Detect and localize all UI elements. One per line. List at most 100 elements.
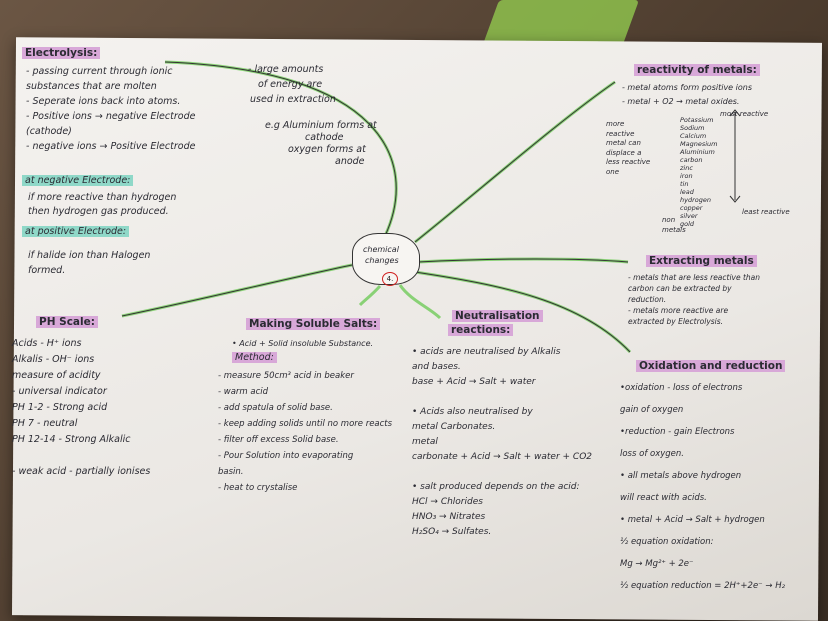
positive-electrode-line1: if halide ion than Halogen [28,250,151,261]
energy-example-line: anode [335,156,365,167]
oxidation-line: • metal + Acid → Salt + hydrogen [620,515,765,525]
oxidation-line: ½ equation oxidation: [620,537,714,547]
topic-number-badge: 4. [382,272,398,286]
neutralisation-line: H₂SO₄ → Sulfates. [412,527,492,537]
ph-heading: PH Scale: [36,316,98,328]
method-heading: Method: [232,352,277,364]
ph-line: PH 7 - neutral [12,418,78,429]
center-title-line2: changes [365,256,399,265]
non-metals-label: metals [662,226,686,234]
oxidation-line: •reduction - gain Electrons [620,427,735,437]
electrolysis-line: - passing current through ionic [26,66,173,77]
ph-line: Acids - H⁺ ions [12,338,82,349]
neutralisation-line: metal [412,437,438,447]
ph-line: measure of acidity [12,370,101,381]
neutralisation-line: • acids are neutralised by Alkalis [412,347,561,357]
reactivity-line: - metal + O2 → metal oxides. [622,97,740,106]
oxidation-line: •oxidation - loss of electrons [620,383,743,393]
reactivity-series-item: lead [680,188,694,196]
least-reactive-label: least reactive [742,208,790,216]
reactivity-line: - metal atoms form positive ions [622,83,752,92]
oxidation-line: • all metals above hydrogen [620,471,742,481]
energy-line: of energy are [258,79,323,90]
salts-heading: Making Soluble Salts: [246,318,381,330]
reactivity-series-item: Magnesium [680,140,718,148]
displace-note-line: metal can [606,139,641,147]
oxidation-line: loss of oxygen. [620,449,684,459]
ph-line: PH 1-2 - Strong acid [12,402,108,413]
displace-note-line: less reactive [606,158,651,166]
energy-example-line: oxygen forms at [288,144,366,155]
branch-neutralisation [398,284,442,320]
neutralisation-line: metal Carbonates. [412,422,496,432]
ph-line: - weak acid - partially ionises [12,466,151,477]
method-line: - warm acid [218,387,269,397]
reactivity-series-item: gold [680,220,695,228]
most-reactive-label: most reactive [720,110,769,118]
oxidation-line: gain of oxygen [620,405,684,415]
center-title-line1: chemical [363,245,399,254]
method-line: basin. [218,467,244,477]
electrolysis-line: (cathode) [26,126,72,137]
positive-electrode-heading: at positive Electrode: [22,226,130,238]
salts-line: • Acid + Solid insoluble Substance. [232,339,374,348]
energy-example-line: e.g Aluminium forms at [265,120,377,131]
extracting-line: carbon can be extracted by [628,284,732,293]
extracting-line: extracted by Electrolysis. [628,317,724,326]
energy-line: - large amounts [248,64,324,75]
negative-electrode-line2: then hydrogen gas produced. [28,206,169,217]
reactivity-series-item: carbon [680,156,703,164]
extracting-line: - metals more reactive are [628,306,729,315]
neutralisation-line: HCl → Chlorides [412,497,483,507]
reactivity-series-item: tin [680,180,689,188]
ph-line: PH 12-14 - Strong Alkalic [12,434,131,445]
electrolysis-line: - Seperate ions back into atoms. [26,96,181,107]
branch-salts [358,285,382,307]
energy-example-line: cathode [305,132,344,143]
reactivity-series-item: hydrogen [680,196,711,204]
neutralisation-line: base + Acid → Salt + water [412,377,536,387]
neutralisation-line: and bases. [412,362,461,372]
method-line: - measure 50cm³ acid in beaker [218,371,354,381]
neutralisation-line: HNO₃ → Nitrates [412,512,486,522]
method-line: - add spatula of solid base. [218,403,333,413]
ph-line: - universal indicator [12,386,107,397]
displace-note-line: reactive [606,129,635,138]
extracting-heading: Extracting metals [646,255,757,267]
positive-electrode-line2: formed. [28,265,66,276]
extracting-line: - metals that are less reactive than [628,273,761,282]
electrolysis-heading: Electrolysis: [22,47,101,59]
oxidation-line: Mg → Mg²⁺ + 2e⁻ [620,559,694,569]
reactivity-series-item: copper [680,204,703,212]
non-metals-label: non [662,216,676,224]
oxidation-line: will react with acids. [620,493,707,503]
neutralisation-heading-line1: Neutralisation [452,310,543,322]
electrolysis-line: substances that are molten [26,81,157,92]
method-line: - filter off excess Solid base. [218,435,339,445]
reactivity-series-item: Aluminium [680,148,715,156]
negative-electrode-heading: at negative Electrode: [22,175,134,187]
reactivity-series-item: iron [680,172,693,180]
oxidation-line: ½ equation reduction = 2H⁺+2e⁻ → H₂ [620,581,785,591]
reactivity-series-item: zinc [680,164,693,172]
neutralisation-line: • salt produced depends on the acid: [412,482,580,492]
method-line: - Pour Solution into evaporating [218,451,354,461]
neutralisation-heading-line2: reactions: [448,324,514,336]
neutralisation-line: • Acids also neutralised by [412,407,533,417]
reactivity-series-item: Sodium [680,124,705,132]
oxidation-heading: Oxidation and reduction [636,360,786,372]
reactivity-series-item: Potassium [680,116,714,124]
reactivity-series-item: Calcium [680,132,707,140]
negative-electrode-line1: if more reactive than hydrogen [28,192,177,203]
reactivity-heading: reactivity of metals: [634,64,760,76]
electrolysis-line: - Positive ions → negative Electrode [26,111,196,122]
neutralisation-line: carbonate + Acid → Salt + water + CO2 [412,452,593,462]
energy-line: used in extraction [250,94,336,105]
displace-note-line: more [606,120,625,128]
displace-note-line: displace a [606,148,642,157]
ph-line: Alkalis - OH⁻ ions [12,354,95,365]
extracting-line: reduction. [628,295,667,304]
displace-note-line: one [606,167,620,176]
electrolysis-line: - negative ions → Positive Electrode [26,141,196,152]
